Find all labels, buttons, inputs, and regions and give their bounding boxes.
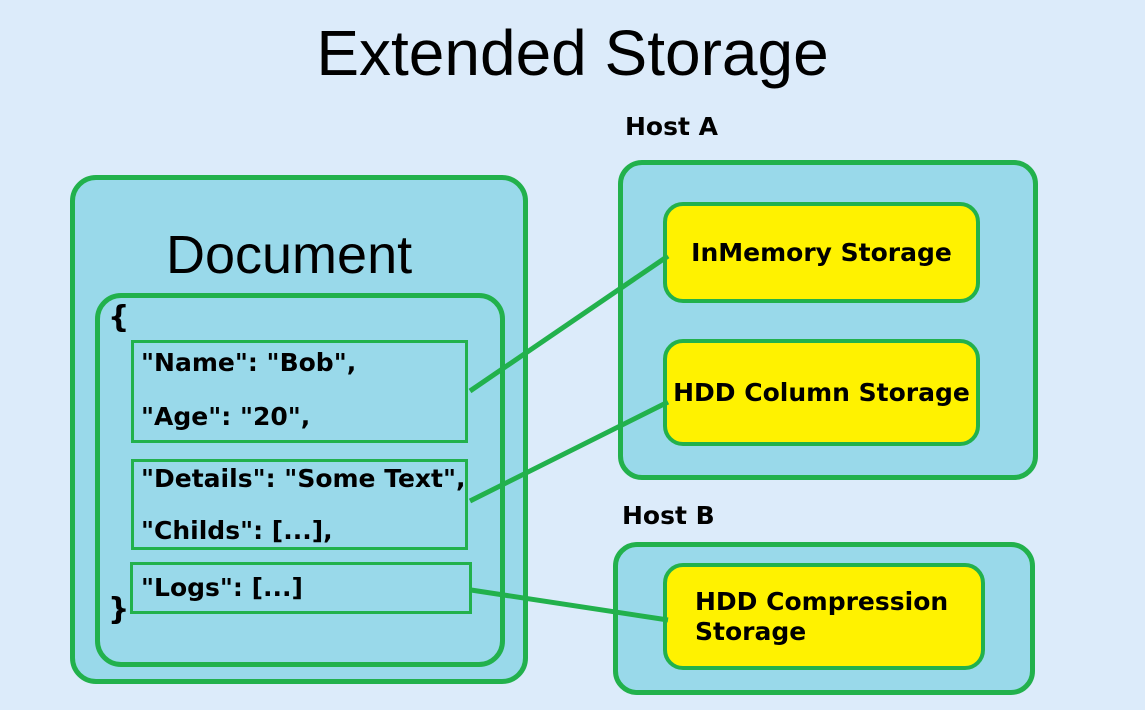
storage-hdd-column: HDD Column Storage: [663, 339, 980, 446]
host-a-label: Host A: [625, 112, 718, 141]
diagram-title: Extended Storage: [316, 17, 829, 89]
storage-inmemory: InMemory Storage: [663, 202, 980, 303]
storage-hdd-compression: HDD Compression Storage: [663, 563, 985, 670]
field-line-childs: "Childs": [...],: [141, 516, 333, 545]
open-brace: {: [108, 300, 130, 335]
document-field-logs: "Logs": [...]: [130, 562, 472, 614]
field-line-age: "Age": "20",: [141, 402, 311, 431]
host-b-label: Host B: [622, 501, 715, 530]
field-line-name: "Name": "Bob",: [141, 348, 357, 377]
document-json-box: [95, 293, 505, 667]
field-line-logs: "Logs": [...]: [141, 573, 303, 602]
document-title: Document: [166, 225, 413, 285]
field-line-details: "Details": "Some Text",: [141, 464, 466, 493]
document-field-details-childs: "Details": "Some Text", "Childs": [...],: [131, 459, 468, 550]
document-field-name-age: "Name": "Bob", "Age": "20",: [131, 340, 468, 443]
close-brace: }: [108, 592, 130, 627]
